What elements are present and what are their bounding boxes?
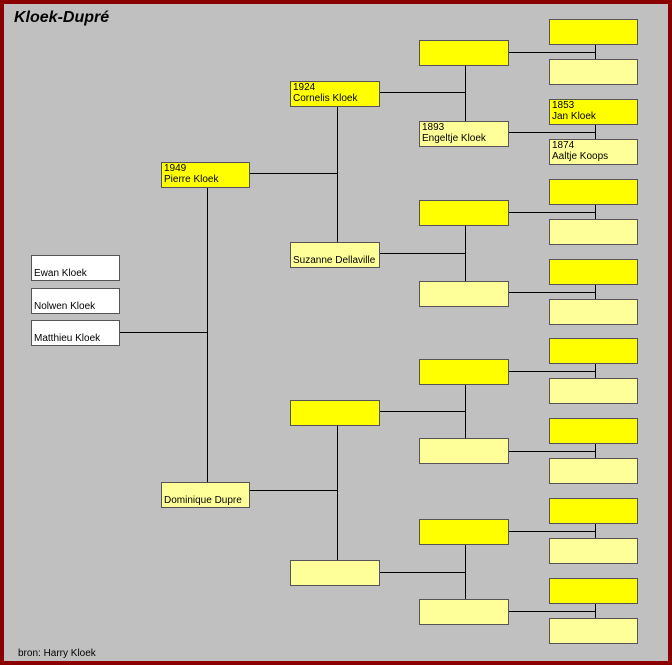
ancestor-box — [549, 179, 638, 205]
ancestor-box — [549, 498, 638, 524]
ancestor-box — [549, 299, 638, 325]
ancestor-box — [549, 418, 638, 444]
great-grandfather-box — [419, 519, 509, 545]
great-grandfather-box — [419, 40, 509, 66]
connector-lines — [119, 44, 596, 618]
ancestor-box — [549, 259, 638, 285]
great-grandmother-box — [419, 281, 509, 307]
ancestor-box — [549, 458, 638, 484]
chart-title: Kloek-Dupré — [14, 9, 110, 26]
ancestor-box — [549, 538, 638, 564]
ancestor-box — [549, 578, 638, 604]
great-grandfather-box — [419, 359, 509, 385]
ancestor-box — [549, 378, 638, 404]
grandmother-box: Suzanne Dellaville — [290, 242, 380, 268]
grandmother-box — [290, 560, 380, 586]
child-box: Ewan Kloek — [31, 255, 120, 281]
child-box: Nolwen Kloek — [31, 288, 120, 314]
great-grandmother-box — [419, 438, 509, 464]
ancestor-box — [549, 59, 638, 85]
ancestor-box — [549, 618, 638, 644]
grandfather-box — [290, 400, 380, 426]
great-grandfather-box — [419, 200, 509, 226]
mother-box: Dominique Dupre — [161, 482, 250, 508]
great-grandmother-box — [419, 599, 509, 625]
ancestor-box — [549, 219, 638, 245]
source-credit: bron: Harry Kloek — [18, 648, 96, 659]
ancestor-box — [549, 19, 638, 45]
child-box: Matthieu Kloek — [31, 320, 120, 346]
ancestor-box — [549, 338, 638, 364]
